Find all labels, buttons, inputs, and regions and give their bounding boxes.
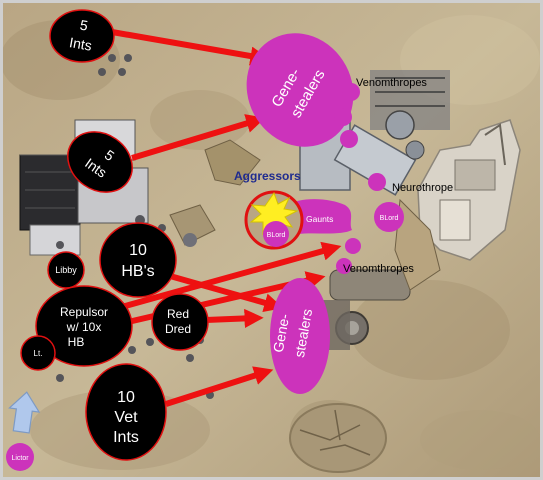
blord-right-marker <box>374 202 404 232</box>
hbs-label-1: 10 <box>129 242 147 259</box>
arrow-repulsor-to-venomthropes <box>117 241 342 311</box>
red-dred-marker <box>151 293 209 351</box>
red-dred-label-2: Dred <box>165 322 191 336</box>
libby-label: Libby <box>55 265 77 275</box>
venomthrope-bottom-1 <box>345 238 361 254</box>
lictor-label: Lictor <box>11 455 29 462</box>
venomthrope-top-1 <box>342 83 360 101</box>
aggressors-group: Aggressors BLord <box>234 169 304 250</box>
venomthrope-top-2 <box>334 108 352 126</box>
vet-ints-label-1: 10 <box>117 389 135 406</box>
repulsor-label-3: HB <box>68 335 85 349</box>
crater-terrain <box>289 403 387 473</box>
ints-top-label-2: Ints <box>68 34 93 54</box>
genestealers-bottom-label-1: Gene- <box>270 312 293 353</box>
map-labels: Venomthropes Neurothrope Venomthropes <box>343 77 453 275</box>
venomthropes-top-label: Venomthropes <box>356 77 427 89</box>
arrow-hbs-to-genestealers <box>169 273 284 313</box>
repulsor-marker <box>35 285 133 367</box>
venomthropes-bottom-label: Venomthropes <box>343 263 414 275</box>
repulsor-label-1: Repulsor <box>60 305 108 319</box>
aggressors-label: Aggressors <box>234 169 301 183</box>
arrow-ints-mid-to-genestealers <box>131 114 266 161</box>
red-dred-label-1: Red <box>167 307 189 321</box>
arrow-vet-ints-to-genestealers <box>165 366 274 407</box>
repulsor-label-2: w/ 10x <box>66 320 102 334</box>
blord-left-marker <box>263 221 289 247</box>
arrow-ints-top-to-genestealers <box>111 29 270 66</box>
ints-top-marker <box>49 9 115 63</box>
genestealers-top-marker <box>246 33 354 147</box>
lictor-marker <box>6 443 34 471</box>
ruins-terrain <box>417 119 521 261</box>
blord-left-label: BLord <box>267 232 286 239</box>
gaunts-label: Gaunts <box>306 214 333 224</box>
ints-top-label-1: 5 <box>79 17 90 34</box>
neurothrope-label: Neurothrope <box>392 182 453 194</box>
hbs-marker <box>99 222 177 298</box>
venomthrope-bottom-2 <box>336 258 352 274</box>
venomthrope-top-3 <box>340 130 358 148</box>
hbs-label-2: HB's <box>121 263 154 280</box>
vet-ints-marker <box>85 363 167 461</box>
lt-label: Lt. <box>34 349 43 358</box>
vet-ints-label-2: Vet <box>114 409 138 426</box>
arrow-dred-to-genestealers <box>205 308 264 329</box>
forest-terrain <box>169 139 441 291</box>
space-marine-units: 5 Ints 5 Ints 10 HB's Libby Repulsor w/ … <box>20 9 209 461</box>
neurothrope-marker <box>368 173 386 191</box>
lictor-arrow <box>8 391 41 434</box>
blord-right-label: BLord <box>380 215 399 222</box>
lt-marker <box>20 335 56 371</box>
vet-ints-label-3: Ints <box>113 429 139 446</box>
ints-mid-marker <box>67 131 133 193</box>
genestealers-bottom-marker <box>270 278 330 394</box>
